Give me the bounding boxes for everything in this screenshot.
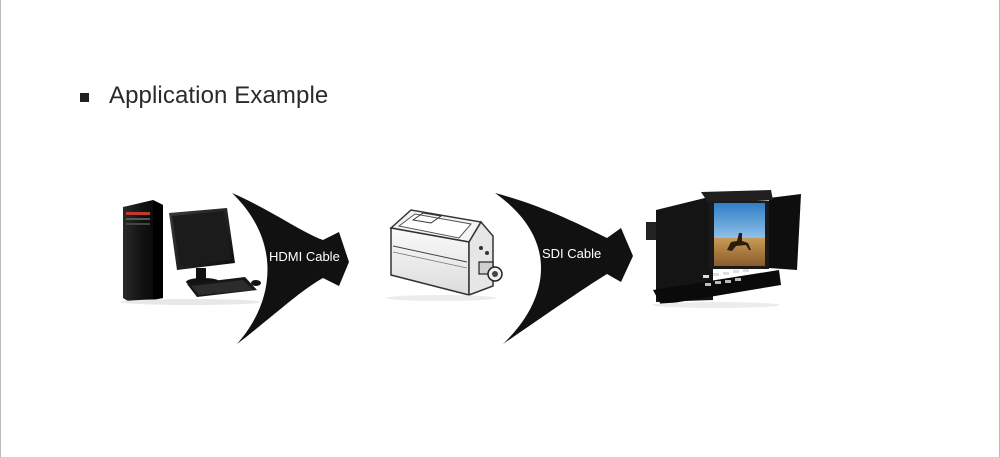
monitor-base [653,270,781,305]
section-title: Application Example [109,82,329,109]
hdmi-cable-label: HDMI Cable [269,249,340,264]
monitor-buttons [703,269,749,286]
tower-red-stripe [126,212,150,215]
monitor-hood-right [769,194,801,270]
hdmi-cable-arrow: HDMI Cable [232,193,349,344]
sdi-cable-label: SDI Cable [542,246,601,261]
section-heading: Application Example [80,82,328,110]
converter-side [468,220,494,297]
mouse-shape [251,280,261,286]
hdmi-arrow-shape [232,193,349,344]
square-bullet-icon [80,92,89,102]
monitor-bracket [646,222,656,240]
screen-horse-figure [727,233,751,251]
desktop-computer-icon [121,200,261,305]
sdi-arrow-shape [495,193,633,344]
field-monitor-icon [646,190,801,308]
hdmi-to-sdi-converter-icon [386,209,503,301]
sdi-cable-arrow: SDI Cable [495,193,633,344]
monitor-hood-left [656,196,713,302]
bnc-connector-icon [478,261,503,282]
